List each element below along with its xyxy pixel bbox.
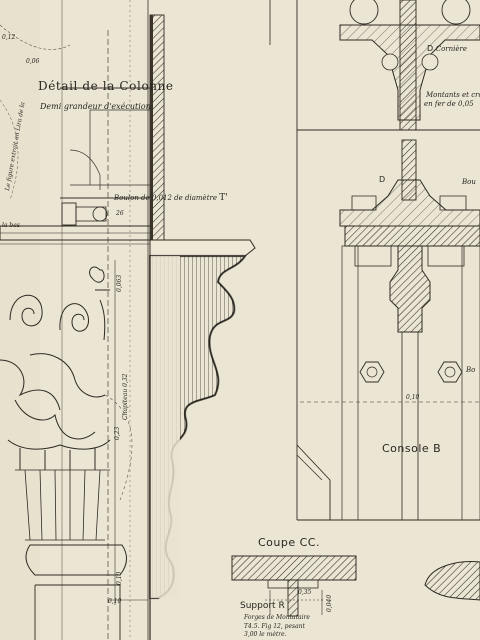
coupe-cc-section [231, 555, 357, 617]
dimension-b: 0,10 [108, 598, 122, 605]
console-caption: Console B [382, 442, 441, 455]
sheet-subtitle: Demi grandeur d'exécution [40, 102, 151, 111]
boulon-note-text: Boulon de 0,012 de diamètre [114, 194, 217, 202]
support-caption-letter: R [278, 601, 285, 611]
montants-note-2: en fer de 0,05 [424, 100, 474, 108]
console-caption-text: Console [382, 442, 430, 455]
forges-note-1: Forges de Montataire [244, 614, 310, 621]
support-caption-text: Support [240, 601, 276, 611]
montants-note-1: Montants et cro [426, 91, 480, 99]
coupe-dimension-b: 0,040 [326, 594, 333, 612]
dimension-d: 0,10 [116, 571, 123, 585]
sheet-title: Détail de la Colonne [38, 79, 174, 93]
coupe-caption: Coupe CC. [258, 536, 320, 549]
forges-note-3: 3,00 le mètre. [244, 631, 287, 638]
corniere-text: Cornière [435, 45, 468, 53]
dimension-c: 0,063 [116, 274, 123, 292]
coupe-dimension-a: 0,35 [298, 589, 312, 596]
forges-note-2: T4.5. Fig 12, pesant [244, 623, 305, 630]
base-note: la bas [2, 222, 20, 229]
bolt-label-letter: D [379, 175, 386, 184]
boulon-note: Boulon de 0,012 de diamètre T' [114, 193, 228, 203]
bolt-label-right: Bou [462, 178, 476, 186]
small-dimension-2: 0,06 [26, 58, 40, 65]
support-caption: Support R [240, 601, 285, 611]
chapiteau-dimension: Chapiteau 0,32 [122, 373, 129, 420]
dimension-a: 0,23 [114, 426, 121, 440]
corniere-label: D Cornière [427, 44, 467, 53]
detail-number: 26 [116, 210, 124, 217]
boulon-mark: T' [219, 193, 228, 203]
console-mid-dimension: 0,10 [406, 394, 420, 401]
small-dimension: 0,12 [2, 34, 16, 41]
bracket-fragment [424, 561, 480, 601]
console-profile [148, 14, 256, 640]
corniere-letter: D [427, 44, 434, 53]
console-elevation [269, 0, 480, 521]
console-caption-letter: B [433, 442, 442, 455]
bolt-label-right-2: Bo [466, 366, 476, 374]
capital-elevation [0, 0, 151, 640]
